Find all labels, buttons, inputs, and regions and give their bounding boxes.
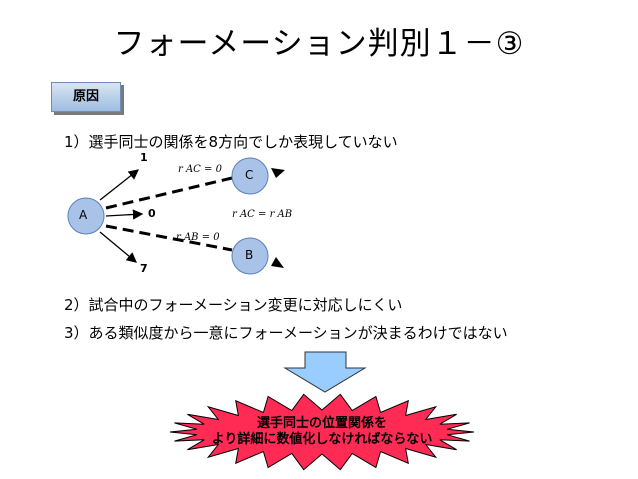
cause-item-3: 3）ある類似度から一意にフォーメーションが決まるわけではない: [64, 324, 508, 342]
eq-ac-label: r AC = 0: [178, 164, 222, 175]
cause-item-2: 2）試合中のフォーメーション変更に対応しにくい: [64, 296, 403, 314]
slide-title: フォーメーション判別１－③: [113, 26, 525, 62]
node-a-label: A: [79, 208, 88, 222]
dir-label-0: 0: [148, 207, 156, 220]
conclusion-text: 選手同士の位置関係を より詳細に数値化しなければならない: [172, 416, 472, 448]
dashed-link-ac: [105, 176, 233, 210]
pointer-b: [271, 257, 284, 268]
arrow-dir-0: [105, 209, 144, 220]
node-b-label: B: [245, 248, 254, 262]
cause-badge: 原因: [51, 82, 121, 112]
conclusion-line-1: 選手同士の位置関係を: [256, 416, 387, 431]
conclusion-line-2: より詳細に数値化しなければならない: [211, 432, 433, 447]
node-a: [67, 197, 105, 235]
dir-label-1: 1: [140, 151, 148, 164]
eq-ab-label: r AB = 0: [176, 232, 220, 243]
arrow-dir-7: [99, 231, 137, 263]
cause-item-1: 1）選手同士の関係を8方向でしか表現していない: [64, 133, 398, 151]
arrow-dir-1: [99, 169, 140, 201]
node-b: [231, 237, 269, 275]
eq-relation-label: r AC = r AB: [232, 209, 293, 220]
dashed-link-ab: [105, 224, 233, 252]
dir-label-7: 7: [140, 262, 148, 275]
pointer-c: [271, 168, 285, 178]
starburst-shape: [169, 393, 475, 471]
node-c-label: C: [245, 168, 254, 182]
down-arrow: [283, 351, 367, 393]
node-c: [231, 157, 269, 195]
